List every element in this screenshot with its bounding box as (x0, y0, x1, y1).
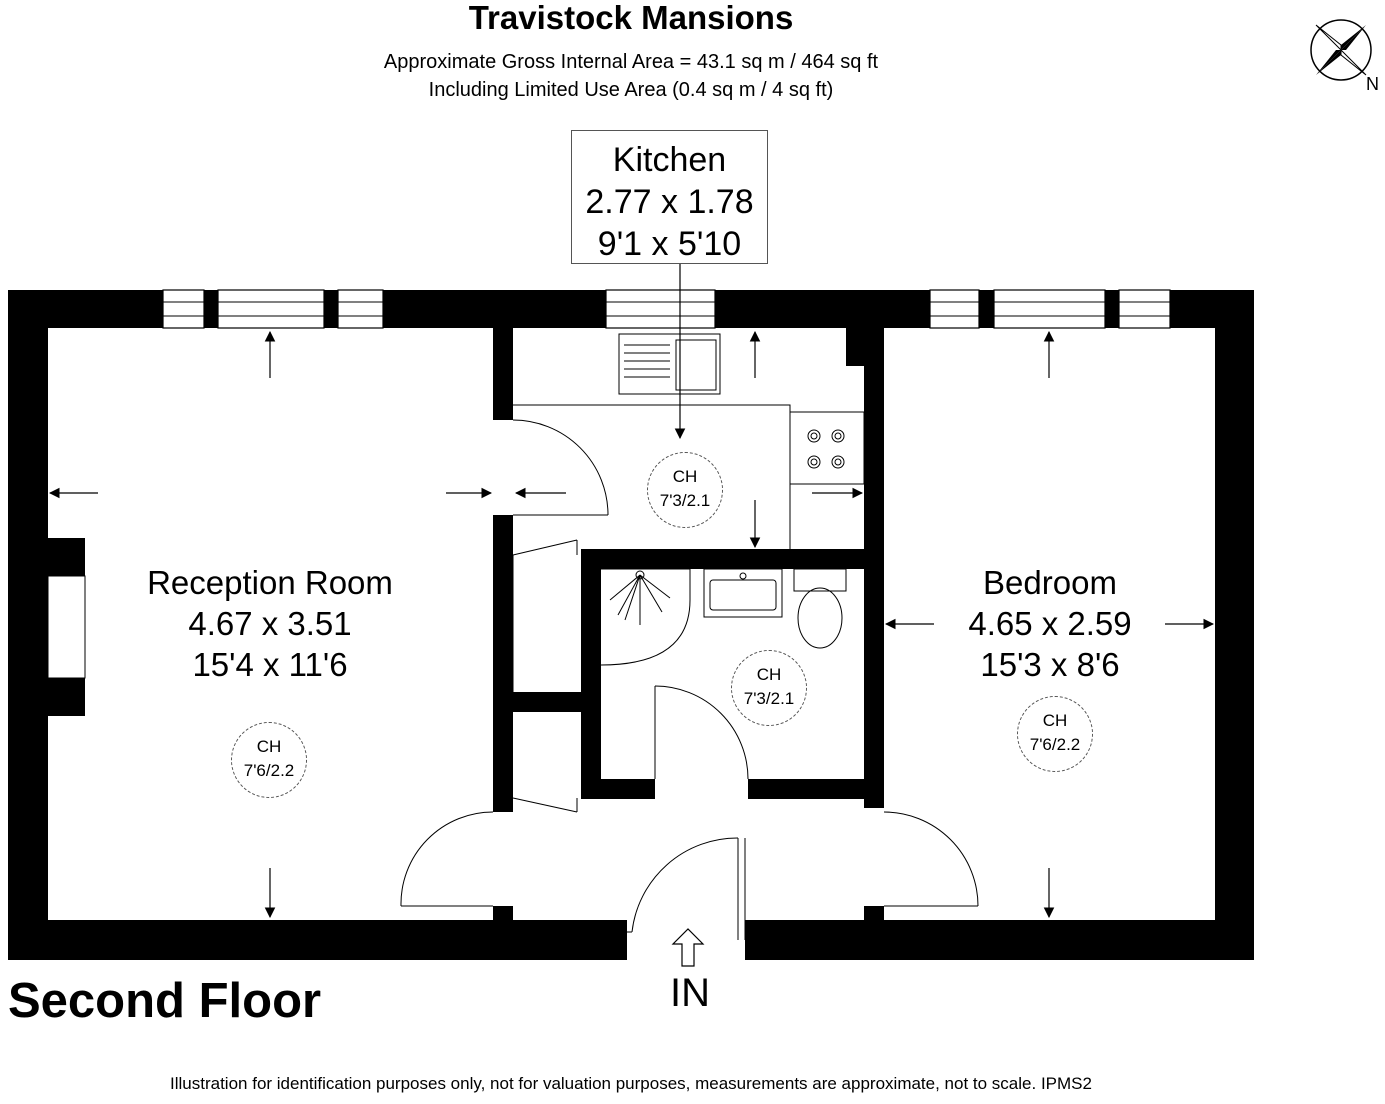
walls (8, 290, 1254, 960)
limited-area-text: Including Limited Use Area (0.4 sq m / 4… (428, 79, 834, 101)
entrance-label: IN (670, 971, 710, 1015)
bedroom-ceiling-height: CH 7'6/2.2 (1017, 696, 1093, 772)
kitchen-label: Kitchen 2.77 x 1.78 9'1 x 5'10 (571, 130, 768, 264)
kitchen-ceiling-height: CH 7'3/2.1 (647, 452, 723, 528)
kitchen-metric: 2.77 x 1.78 (585, 183, 754, 221)
reception-ceiling-height: CH 7'6/2.2 (231, 722, 307, 798)
bedroom-label: Bedroom 4.65 x 2.59 15'3 x 8'6 (968, 564, 1132, 683)
gross-area-text: Approximate Gross Internal Area = 43.1 s… (383, 51, 879, 73)
kitchen-imperial: 9'1 x 5'10 (597, 225, 742, 263)
floor-label: Second Floor (8, 974, 322, 1028)
reception-room-label: Reception Room 4.67 x 3.51 15'4 x 11'6 (147, 564, 393, 683)
kitchen-name: Kitchen (612, 141, 727, 179)
north-label: N (1366, 74, 1379, 94)
plan-title: Travistock Mansions (468, 0, 794, 36)
entrance-arrow-icon (671, 928, 705, 967)
disclaimer-text: Illustration for identification purposes… (170, 1074, 1092, 1093)
bathroom-ceiling-height: CH 7'3/2.1 (731, 650, 807, 726)
compass-icon (1310, 19, 1372, 81)
